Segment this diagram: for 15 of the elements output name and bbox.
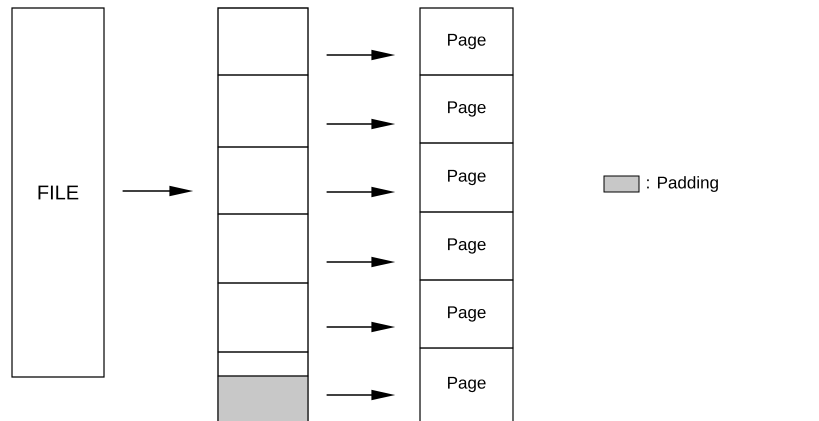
page-box: Page — [419, 211, 514, 281]
page-box: Page — [419, 142, 514, 213]
page-box: Page — [419, 279, 514, 349]
padding-block — [217, 375, 309, 421]
file-box: FILE — [11, 7, 105, 378]
legend-label: : Padding — [647, 176, 718, 192]
block-box — [217, 74, 309, 148]
page-box: Page — [419, 347, 514, 421]
page-box: Page — [419, 7, 514, 76]
block-box — [217, 7, 309, 76]
page-box: Page — [419, 74, 514, 144]
block-box — [217, 282, 309, 353]
block-box — [217, 213, 309, 284]
block-box — [217, 351, 309, 377]
block-box — [217, 146, 309, 215]
